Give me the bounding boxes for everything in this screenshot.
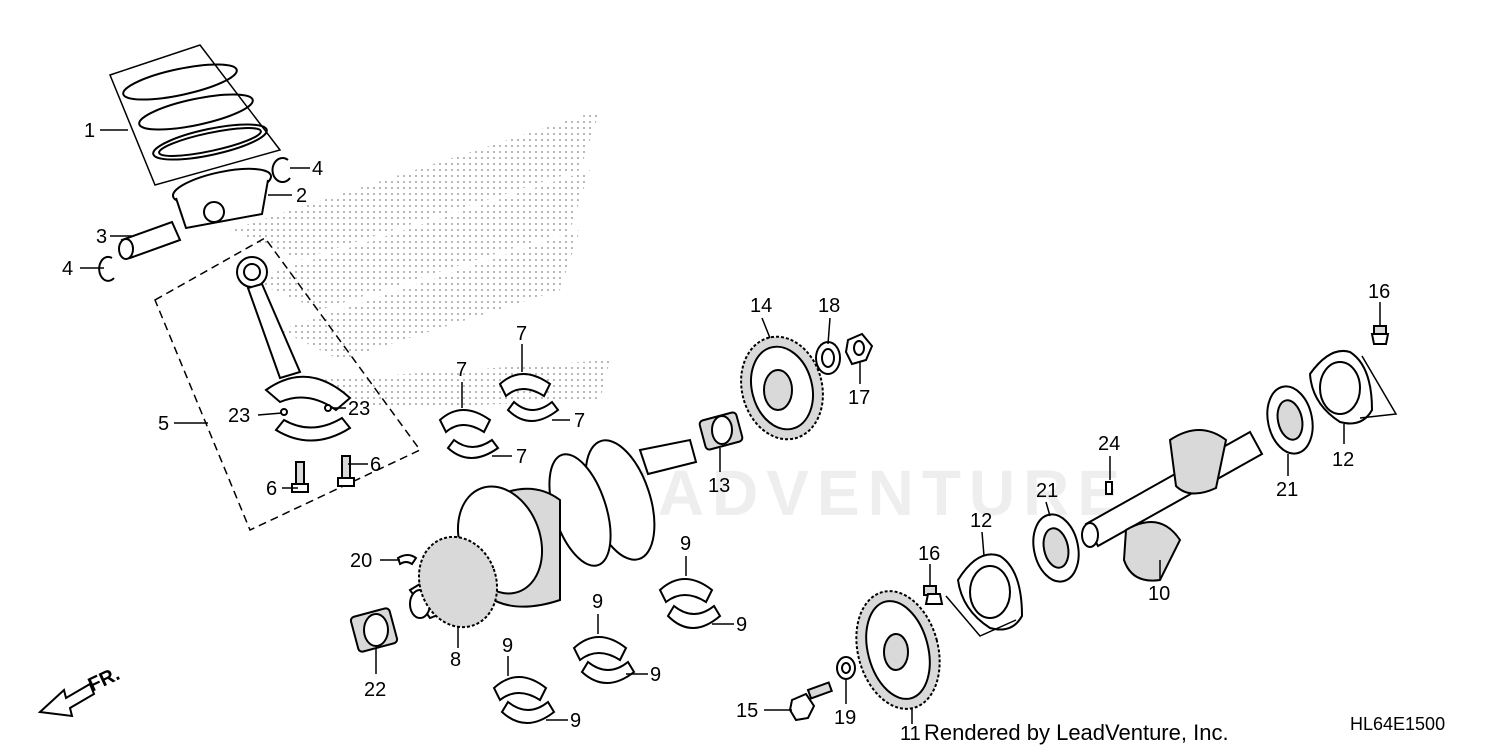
gear-bolt[interactable] <box>788 681 834 722</box>
callout-16-lower: 16 <box>918 543 940 565</box>
callout-18: 18 <box>818 295 840 317</box>
callout-1: 1 <box>84 120 95 142</box>
crank-bearing-7-upper-right[interactable] <box>498 373 552 398</box>
dowel-pin-left[interactable] <box>280 408 288 416</box>
piston-rings[interactable] <box>109 44 282 186</box>
front-direction-arrow: FR. <box>37 663 123 718</box>
callout-9-a: 9 <box>680 533 691 555</box>
callout-12-right: 12 <box>1332 449 1354 471</box>
piston-pin-clip-upper[interactable] <box>271 157 291 183</box>
callout-4-lower: 4 <box>62 258 73 280</box>
needle-bearing-center[interactable] <box>698 411 744 451</box>
woodruff-key[interactable] <box>396 554 418 566</box>
callout-2: 2 <box>296 185 307 207</box>
crank-bearing-9-e[interactable] <box>492 676 548 702</box>
callout-9-b: 9 <box>736 614 747 636</box>
callout-16-upper: 16 <box>1368 281 1390 303</box>
callout-7-b: 7 <box>516 323 527 345</box>
callout-15: 15 <box>736 700 758 722</box>
gear-nut[interactable] <box>844 332 874 366</box>
callout-9-f: 9 <box>570 710 581 732</box>
callout-6-left: 6 <box>266 478 277 500</box>
diagram-code: HL64E1500 <box>1350 714 1445 734</box>
callout-8: 8 <box>450 649 461 671</box>
footer-credit: Rendered by LeadVenture, Inc. <box>924 720 1229 745</box>
leader-lines <box>80 129 1381 724</box>
crank-bearing-7-upper-left[interactable] <box>438 409 492 434</box>
crank-bearing-9-b[interactable] <box>666 604 722 629</box>
ball-bearing-left[interactable] <box>1027 510 1084 586</box>
callout-7-a: 7 <box>456 359 467 381</box>
crank-bearing-9-f[interactable] <box>500 700 556 724</box>
piston-pin[interactable] <box>118 220 182 260</box>
balancer-pin[interactable] <box>1105 481 1113 495</box>
callout-7-c: 7 <box>574 410 585 432</box>
gear-bolt-washer[interactable] <box>836 656 856 680</box>
crank-bearing-9-c[interactable] <box>572 636 628 662</box>
callout-6-right: 6 <box>370 454 381 476</box>
rod-bolt-right[interactable] <box>337 455 355 487</box>
callout-22: 22 <box>364 679 386 701</box>
callout-4-upper: 4 <box>312 158 323 180</box>
callout-20: 20 <box>350 550 372 572</box>
crank-bearing-9-a[interactable] <box>658 578 714 604</box>
plate-bolt-upper[interactable] <box>1370 325 1390 345</box>
callout-19: 19 <box>834 707 856 729</box>
connecting-rod[interactable] <box>236 256 352 442</box>
gear-washer[interactable] <box>815 341 841 375</box>
callout-labels: 1 2 3 4 4 5 6 6 7 7 7 7 23 23 14 18 17 1… <box>62 120 1390 745</box>
piston[interactable] <box>170 162 274 230</box>
wing-emblem <box>230 110 610 410</box>
callout-23-right: 23 <box>348 398 370 420</box>
bearing-retainer-plate-right[interactable] <box>1308 350 1398 425</box>
primary-drive-gear[interactable] <box>730 327 834 448</box>
callout-23-left: 23 <box>228 405 250 427</box>
callout-12-left: 12 <box>970 510 992 532</box>
piston-pin-clip-lower[interactable] <box>98 255 115 282</box>
callout-9-c: 9 <box>592 591 603 613</box>
callout-3: 3 <box>96 226 107 248</box>
callout-14: 14 <box>750 295 772 317</box>
balancer-driven-gear[interactable] <box>844 582 952 719</box>
needle-bearing-left[interactable] <box>349 607 399 653</box>
crank-timing-gear[interactable] <box>407 526 510 638</box>
callout-21-left: 21 <box>1036 480 1058 502</box>
callout-7-d: 7 <box>516 446 527 468</box>
bearing-retainer-plate-left[interactable] <box>945 553 1024 637</box>
callout-9-d: 9 <box>650 664 661 686</box>
callout-24: 24 <box>1098 433 1120 455</box>
callout-17: 17 <box>848 387 870 409</box>
callout-5: 5 <box>158 413 169 435</box>
callout-13: 13 <box>708 475 730 497</box>
callout-9-e: 9 <box>502 635 513 657</box>
plate-bolt-lower[interactable] <box>923 585 944 605</box>
crank-bearing-9-d[interactable] <box>580 660 636 684</box>
connecting-rod-frame <box>154 237 422 532</box>
crank-bearing-7-lower-left[interactable] <box>446 438 500 459</box>
balancer-shaft[interactable] <box>1081 429 1264 582</box>
callout-21-right: 21 <box>1276 479 1298 501</box>
ball-bearing-right[interactable] <box>1261 382 1318 458</box>
crank-bearing-7-lower-right[interactable] <box>506 400 560 422</box>
callout-10: 10 <box>1148 583 1170 605</box>
callout-11: 11 <box>900 723 921 745</box>
